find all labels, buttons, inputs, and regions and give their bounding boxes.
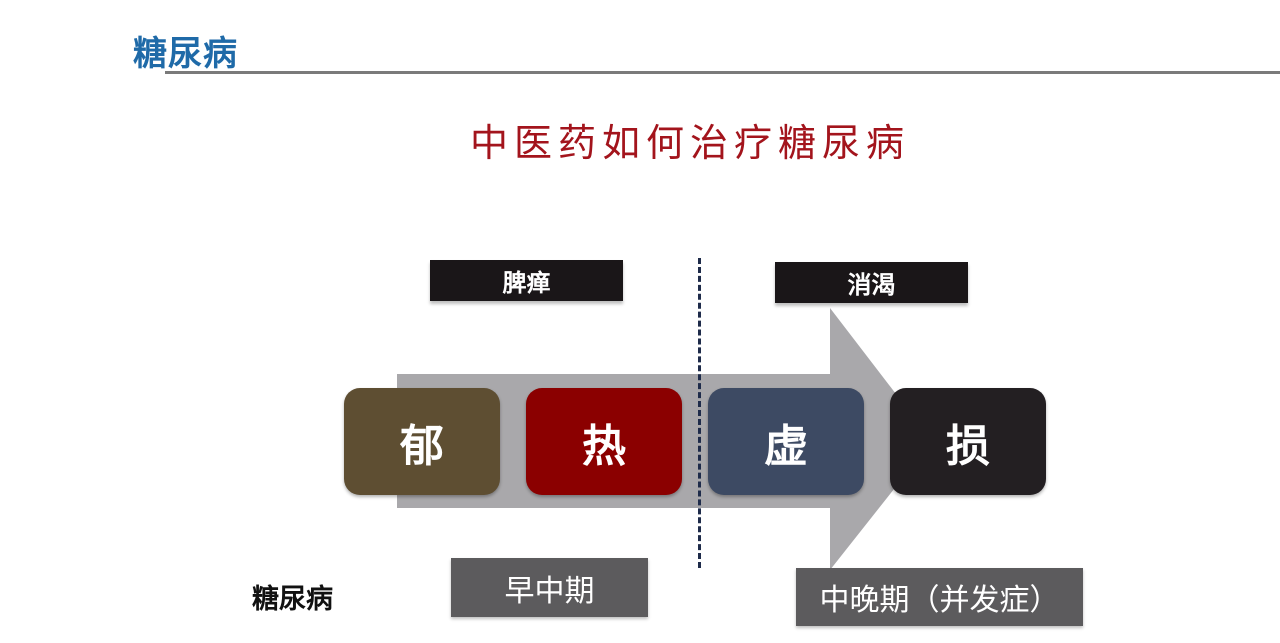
header-title: 糖尿病 <box>133 34 238 74</box>
step-re: 热 <box>526 388 682 495</box>
phase-mid-late-complications: 中晚期（并发症） <box>796 568 1083 626</box>
stage-divider-dashed-line <box>698 258 701 568</box>
row-label-diabetes: 糖尿病 <box>252 584 333 615</box>
step-sun: 损 <box>890 388 1046 495</box>
stage-label-xiaoke: 消渴 <box>775 262 968 303</box>
slide-title: 中医药如何治疗糖尿病 <box>469 121 910 165</box>
header-divider <box>165 71 1280 74</box>
step-yu: 郁 <box>344 388 500 495</box>
step-xu: 虚 <box>708 388 864 495</box>
stage-label-pidan: 脾瘅 <box>430 260 623 301</box>
phase-early-mid: 早中期 <box>451 558 648 617</box>
